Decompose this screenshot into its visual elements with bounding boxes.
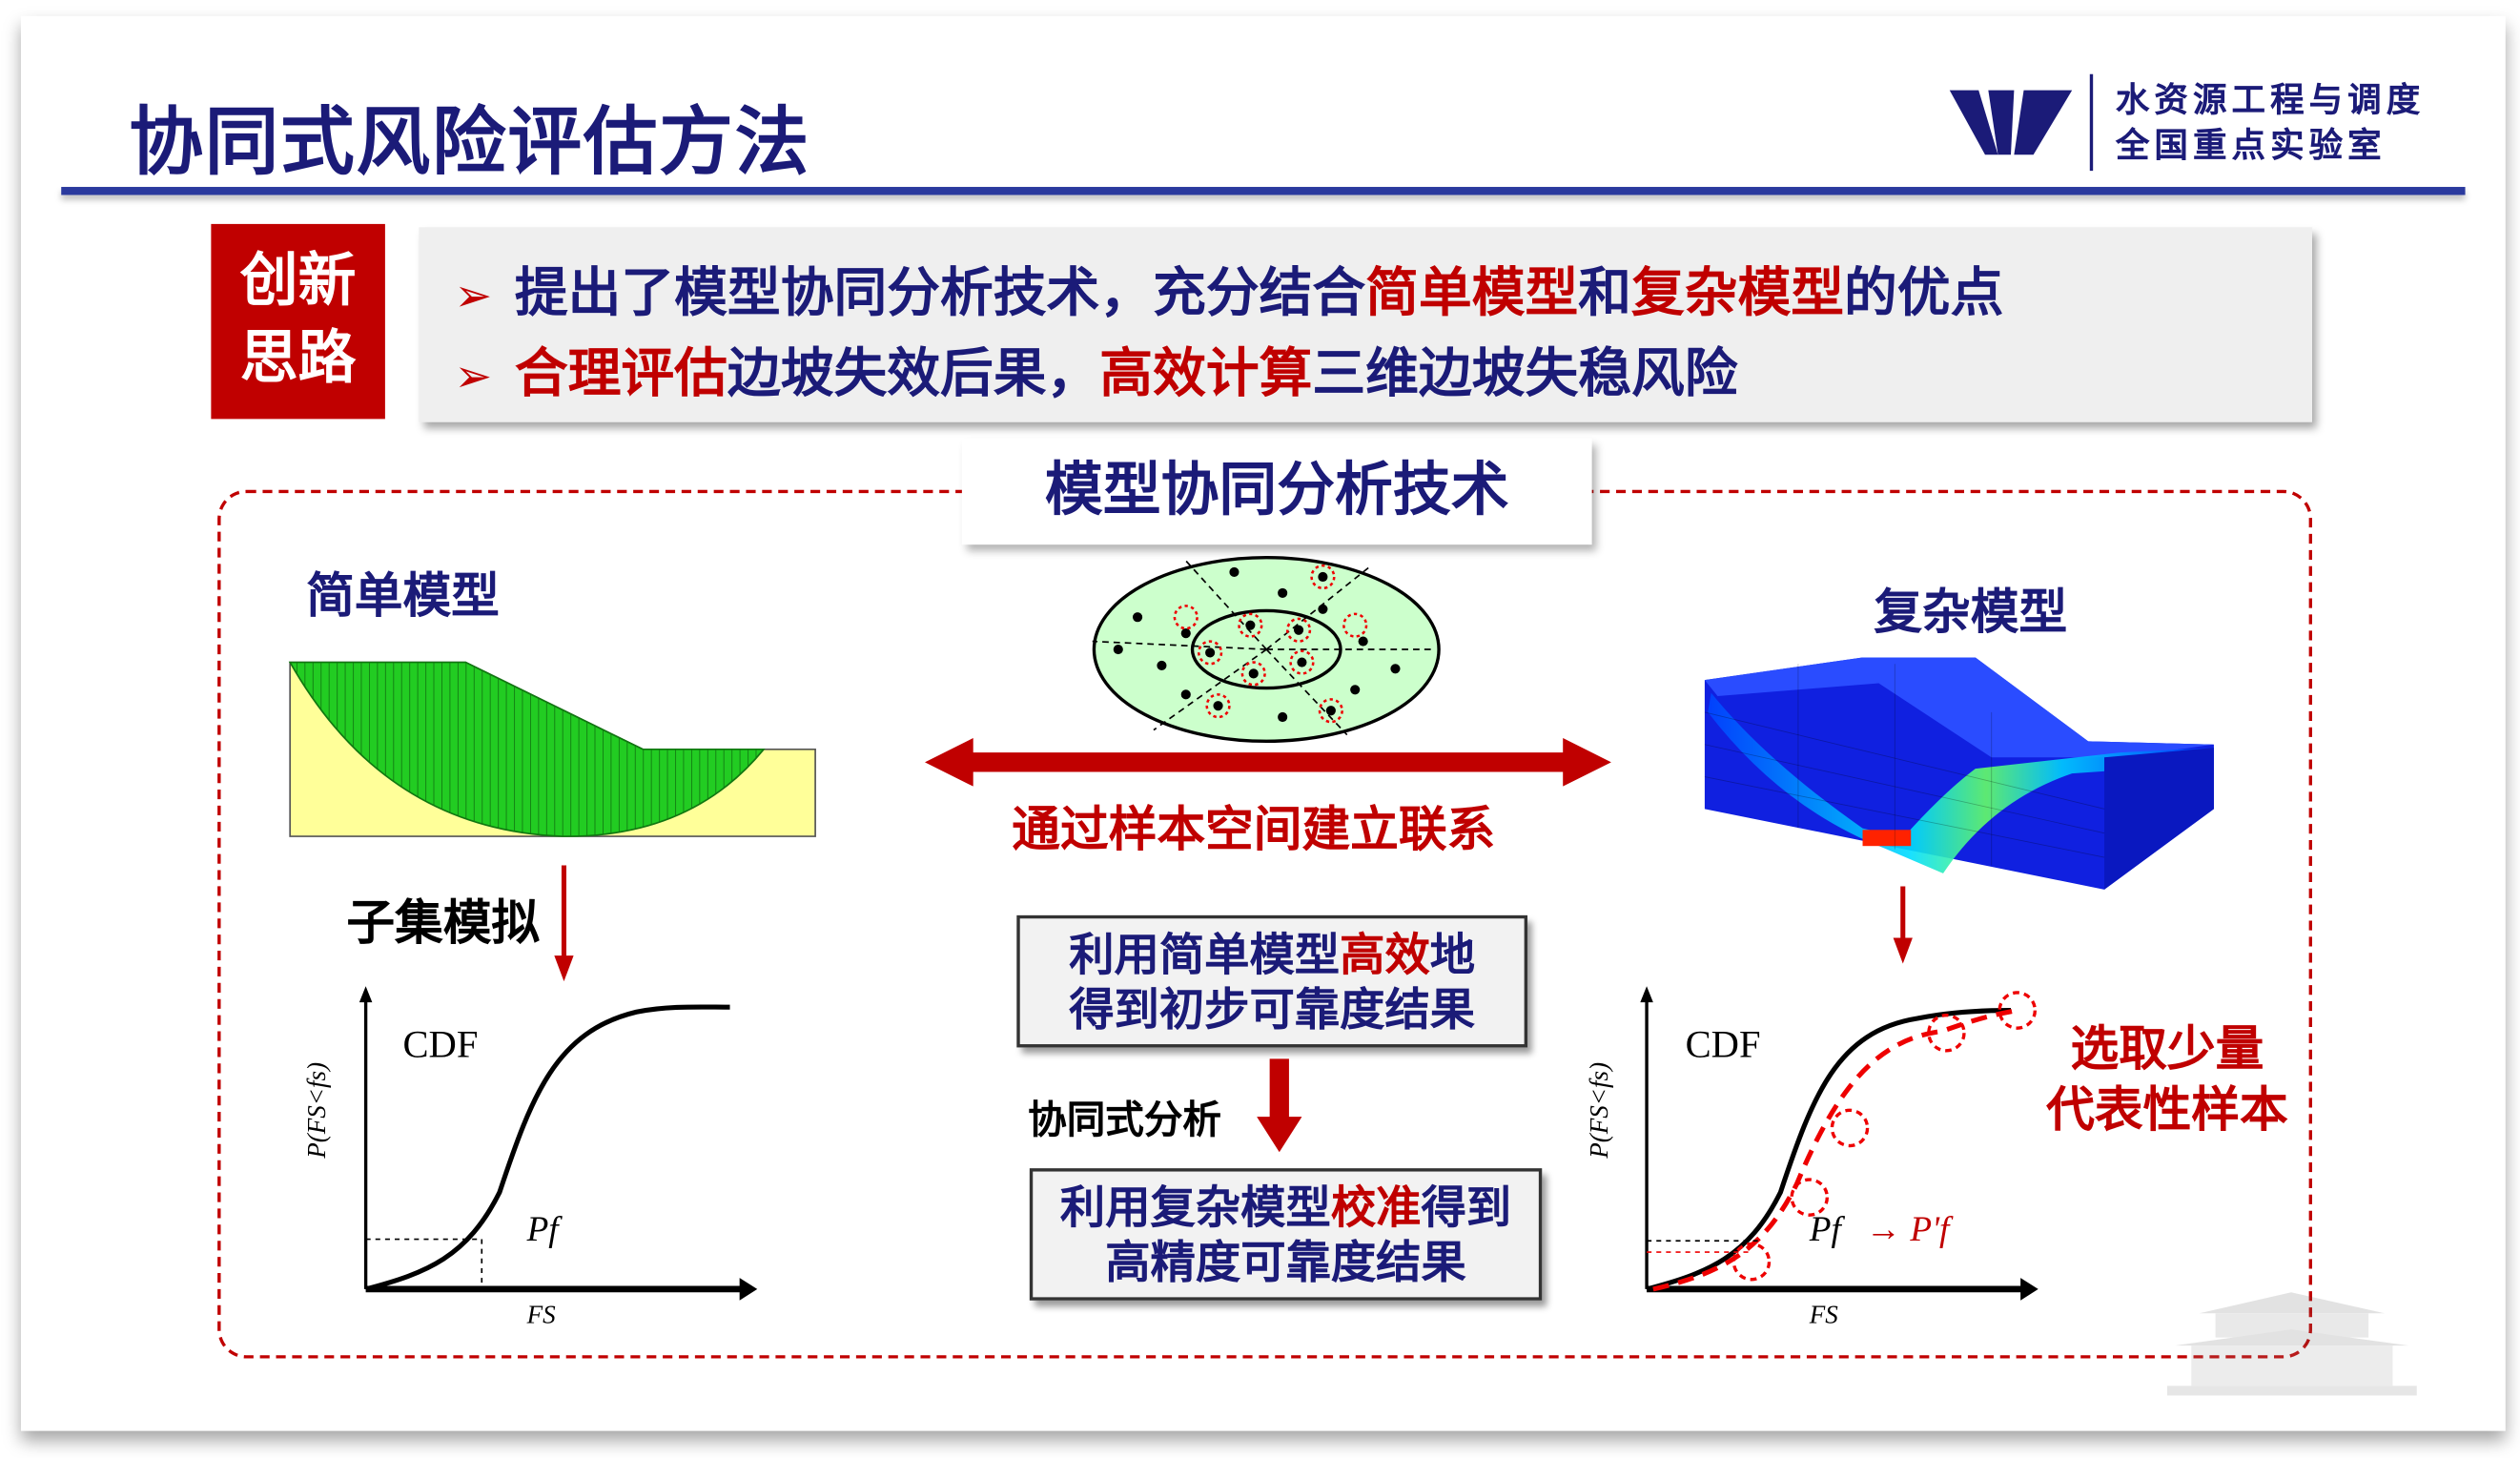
text: 边坡失效后果， xyxy=(727,341,1100,405)
step-box-1: 利用简单模型高效地 得到初步可靠度结果 xyxy=(1016,914,1528,1048)
pf-new-label: → P'f xyxy=(1865,1208,1950,1249)
collab-analysis-label: 协同式分析 xyxy=(1028,1097,1221,1143)
text: 的优点 xyxy=(1844,260,2004,324)
lab-name-line1: 水资源工程与调度 xyxy=(2115,80,2426,120)
lab-name-line2: 全国重点实验室 xyxy=(2115,125,2387,165)
cdf-curve xyxy=(364,1004,730,1292)
complex-fe-model-figure xyxy=(1704,657,2214,890)
cdf-label: CDF xyxy=(1685,1024,1761,1067)
text: 三维边坡失稳风险 xyxy=(1312,341,1738,405)
sample-space-ellipse xyxy=(1092,556,1441,744)
logo-divider xyxy=(2089,73,2094,172)
step2-line2: 高精度可靠度结果 xyxy=(1105,1236,1466,1289)
lab-logo-icon xyxy=(1949,90,2073,155)
highlight: 高效 xyxy=(1340,928,1430,982)
right-cdf-chart xyxy=(1640,986,2039,1301)
down-arrow-icon xyxy=(1893,886,1913,964)
select-line2: 代表性样本 xyxy=(2046,1082,2288,1140)
highlight: 合理评估 xyxy=(514,341,727,405)
text: 地 xyxy=(1429,928,1476,982)
pf-label: Pf xyxy=(526,1208,559,1249)
bullet-2: ➢ 合理评估边坡失效后果，高效计算三维边坡失稳风险 xyxy=(455,330,1738,407)
pf-label: Pf xyxy=(1809,1208,1841,1249)
text: 利用复杂模型 xyxy=(1059,1181,1331,1235)
step1-line1: 利用简单模型高效地 xyxy=(1020,928,1525,982)
down-arrow-icon xyxy=(554,865,574,982)
innovation-panel xyxy=(419,227,2313,422)
left-cdf-chart xyxy=(359,986,758,1301)
x-axis-label: FS xyxy=(526,1302,556,1330)
arrow-bullet-icon: ➢ xyxy=(454,349,493,403)
select-samples-label: 选取少量 代表性样本 xyxy=(2039,1020,2296,1142)
text: 利用简单模型 xyxy=(1069,928,1341,982)
tag-line2: 思路 xyxy=(239,325,357,392)
diagram-title: 模型协同分析技术 xyxy=(961,438,1592,545)
link-label: 通过样本空间建立联系 xyxy=(1012,802,1496,859)
down-arrow-icon xyxy=(1257,1058,1302,1153)
page-title: 协同式风险评估方法 xyxy=(129,98,811,186)
building-watermark-icon xyxy=(2166,1292,2417,1396)
y-axis-label: P(FS<fs) xyxy=(1587,1061,1615,1159)
highlight: 复杂模型 xyxy=(1630,260,1845,324)
complex-model-label: 复杂模型 xyxy=(1874,585,2068,642)
lab-name: 水资源工程与调度 全国重点实验室 xyxy=(2116,77,2425,168)
text: 得到 xyxy=(1421,1181,1512,1235)
simple-slope-figure xyxy=(288,661,816,837)
title-rule xyxy=(61,187,2466,195)
step1-line2: 得到初步可靠度结果 xyxy=(1069,982,1476,1037)
representative-samples xyxy=(1731,991,2038,1282)
step2-line1: 利用复杂模型校准得到 xyxy=(1033,1181,1539,1236)
bullet-1: ➢ 提出了模型协同分析技术，充分结合简单模型和复杂模型的优点 xyxy=(455,250,2004,327)
select-line1: 选取少量 xyxy=(2070,1021,2264,1078)
innovation-tag: 创新 思路 xyxy=(211,223,385,420)
x-axis-label: FS xyxy=(1809,1302,1838,1330)
highlight: 简单模型 xyxy=(1365,260,1579,324)
simple-model-label: 简单模型 xyxy=(306,568,500,626)
text: 提出了模型协同分析技术，充分结合 xyxy=(514,260,1366,324)
highlight: 校准 xyxy=(1330,1181,1422,1235)
text: 和 xyxy=(1578,260,1631,324)
arrow-bullet-icon: ➢ xyxy=(454,269,493,322)
step-box-2: 利用复杂模型校准得到 高精度可靠度结果 xyxy=(1029,1168,1543,1301)
highlight: 高效计算 xyxy=(1099,341,1313,405)
subset-simulation-label: 子集模拟 xyxy=(346,895,541,953)
double-arrow-icon xyxy=(925,737,1611,787)
y-axis-label: P(FS<fs) xyxy=(304,1061,332,1159)
cdf-label: CDF xyxy=(402,1024,479,1067)
tag-line1: 创新 xyxy=(239,248,357,315)
